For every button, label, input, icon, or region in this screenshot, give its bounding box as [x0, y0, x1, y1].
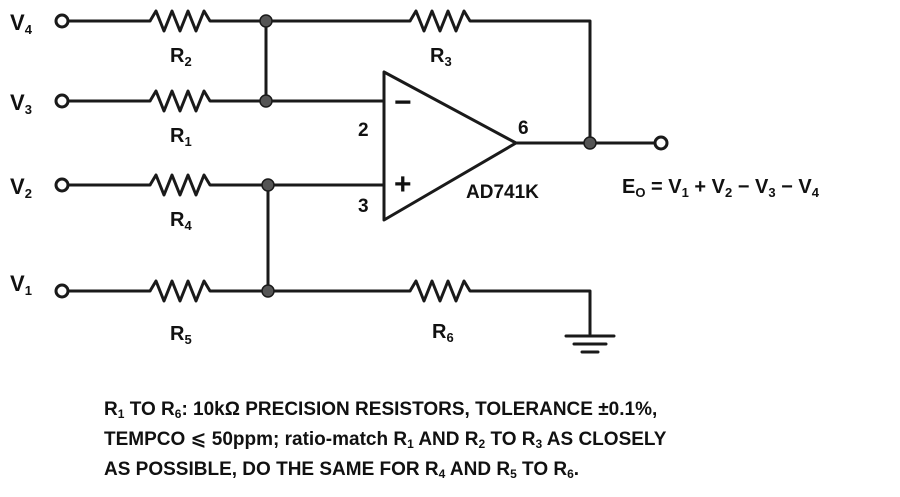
terminal-v1	[54, 283, 70, 299]
resistor-r2	[148, 9, 214, 33]
label-r6: R6	[432, 321, 454, 345]
terminal-v2	[54, 177, 70, 193]
terminal-v4	[54, 13, 70, 29]
resistor-r1	[148, 89, 214, 113]
label-r2: R2	[170, 45, 192, 69]
note-line-3: AS POSSIBLE, DO THE SAME FOR R4 AND R5 T…	[104, 459, 580, 481]
junction-dot	[261, 284, 275, 298]
pin-3-label: 3	[358, 196, 369, 217]
junction-dot	[259, 94, 273, 108]
pin-2-label: 2	[358, 120, 369, 141]
label-v3: V3	[10, 90, 32, 117]
label-v1: V1	[10, 271, 32, 298]
noninverting-sign: +	[394, 168, 412, 201]
output-equation: EO = V1 + V2 − V3 − V4	[622, 176, 820, 200]
junction-dot	[261, 178, 275, 192]
junction-dot	[583, 136, 597, 150]
terminal-v3	[54, 93, 70, 109]
ground-symbol	[564, 334, 616, 354]
label-r1: R1	[170, 125, 192, 149]
resistor-r5	[148, 279, 214, 303]
note-line-2: TEMPCO ⩽ 50ppm; ratio-match R1 AND R2 TO…	[104, 429, 667, 451]
resistor-note: R1 TO R6: 10kΩ PRECISION RESISTORS, TOLE…	[104, 397, 864, 487]
opamp-part-label: AD741K	[466, 182, 539, 203]
terminal-output	[653, 135, 669, 151]
label-r3: R3	[430, 45, 452, 69]
resistor-r4	[148, 173, 214, 197]
opamp-symbol	[382, 70, 518, 222]
label-v4: V4	[10, 10, 33, 37]
junction-dot	[259, 14, 273, 28]
note-line-1: R1 TO R6: 10kΩ PRECISION RESISTORS, TOLE…	[104, 399, 658, 421]
label-v2: V2	[10, 174, 32, 201]
pin-6-label: 6	[518, 118, 529, 139]
inverting-sign: −	[394, 86, 412, 119]
resistor-r6	[408, 279, 474, 303]
label-r4: R4	[170, 209, 192, 233]
label-r5: R5	[170, 323, 192, 347]
resistor-r3	[408, 9, 474, 33]
wires	[66, 19, 657, 336]
